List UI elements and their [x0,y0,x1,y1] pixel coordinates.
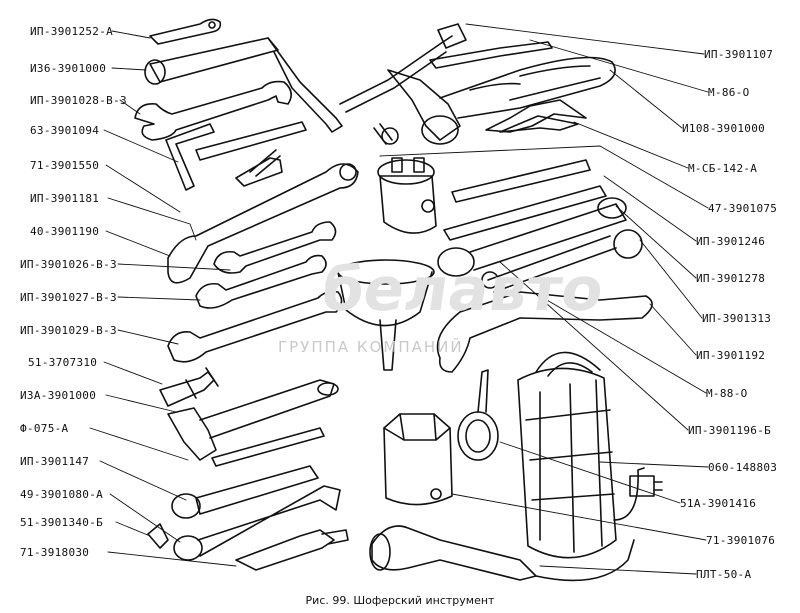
label-right-5: 47-3901075 [708,202,778,215]
screwdriver-long-icon [211,427,325,467]
label-left-11: 51-3707310 [28,356,98,369]
hammer-icon [387,56,616,145]
label-right-14: 71-3901076 [706,534,776,547]
label-right-10: М-88-О [706,387,748,400]
open-end-wrench-3-icon [195,254,327,309]
label-left-14: ИП-3901147 [20,455,90,468]
label-left-10: ИП-3901029-В-3 [20,324,117,337]
screwdriver-icon [429,41,553,69]
watermark-logo: белавто [317,255,608,325]
label-left-15: 49-3901080-А [20,488,104,501]
watermark-text: ГРУППА КОМПАНИЙ [278,338,464,356]
fuse-tool-icon [147,523,169,549]
label-right-12: 060-148803 [708,461,778,474]
long-wrench-icon [443,185,607,241]
label-right-8: ИП-3901313 [702,312,772,325]
funnel-icon [328,259,435,371]
label-right-11: ИП-3901196-Б [688,424,772,437]
adjustable-wrench-icon [167,379,339,461]
flat-bar-right-icon [451,159,591,203]
box-spanner-icon [171,465,319,519]
box-spanner-2-icon [173,485,341,561]
grease-gun-icon [235,529,349,571]
label-left-8: ИП-3901026-В-3 [20,258,117,271]
label-left-12: И3А-3901000 [20,389,97,402]
label-left-9: ИП-3901027-В-3 [20,291,117,304]
tire-gauge-icon [457,369,499,461]
label-left-17: 71-3918030 [20,546,90,559]
open-end-wrench-icon [134,80,292,141]
pliers-icon [485,99,587,133]
offset-ring-wrench-icon [436,291,653,373]
flat-bar-icon [195,121,307,161]
hex-key-icon [165,123,215,191]
label-right-3: И108-3901000 [682,122,766,135]
tire-iron-icon [339,23,467,145]
tool-bag-icon [517,351,663,559]
open-end-wrench-4-icon [167,290,343,363]
label-right-15: ПЛТ-50-А [696,568,752,581]
label-right-9: ИП-3901192 [696,349,766,362]
label-right-7: ИП-3901278 [696,272,766,285]
label-right-4: М-СБ-142-А [688,162,758,175]
box-socket-icon [377,157,437,234]
tubular-socket-wrench-icon [144,37,343,133]
label-left-5: 71-3901550 [30,159,100,172]
figure-caption: Рис. 99. Шоферский инструмент [305,594,495,607]
label-left-2: И36-3901000 [30,62,107,75]
label-right-13: 51А-3901416 [680,497,757,510]
hex-socket-icon [383,413,453,506]
label-right-2: М-86-О [708,86,750,99]
label-left-13: Ф-075-А [20,422,69,435]
offset-wrench-icon [167,163,359,284]
label-right-1: ИП-3901107 [704,48,774,61]
label-right-6: ИП-3901246 [696,235,766,248]
feeler-gauge-icon [235,149,283,187]
label-left-3: ИП-3901028-В-3 [30,94,127,107]
label-left-1: ИП-3901252-А [30,25,114,38]
spark-plug-gauge-icon [159,367,219,407]
label-left-7: 40-3901190 [30,225,100,238]
socket-wrench-round-icon [437,197,627,277]
label-left-6: ИП-3901181 [30,192,100,205]
open-end-wrench-2-icon [213,221,337,274]
ring-spanner-icon [481,229,643,293]
label-left-16: 51-3901340-Б [20,516,104,529]
inspection-lamp-icon [369,525,635,582]
label-left-4: 63-3901094 [30,124,100,137]
flat-wrench-small-icon [149,18,222,45]
